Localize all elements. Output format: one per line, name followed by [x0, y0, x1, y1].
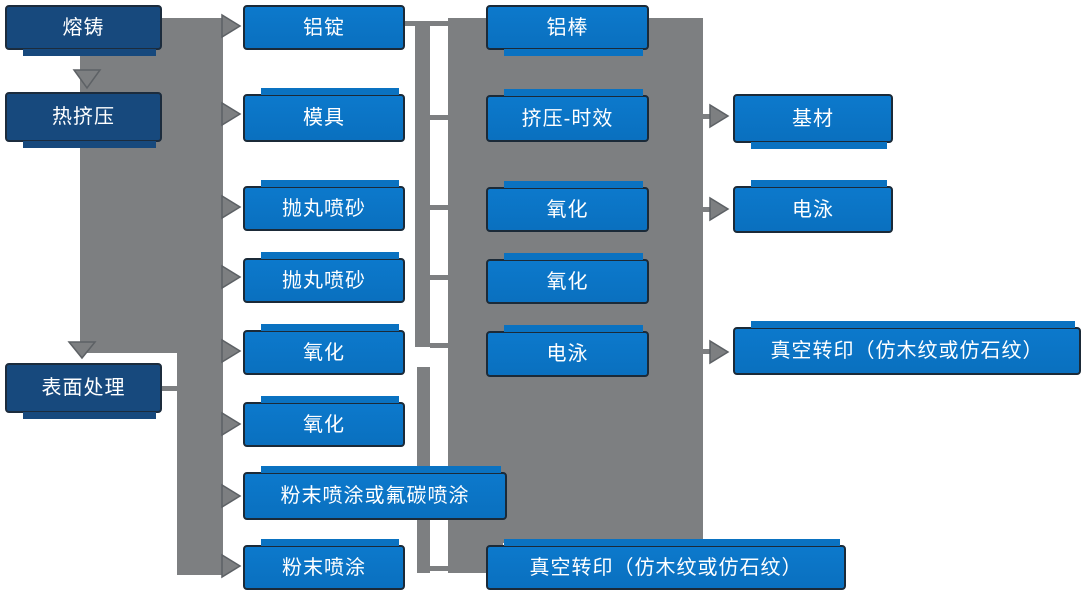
- node-electrophoresis-b: 电泳: [733, 180, 893, 233]
- arrow-stem-base-material: [702, 114, 712, 119]
- link-blast2-oxidation: [430, 275, 448, 280]
- arrow-to-mold: [221, 101, 242, 127]
- arrow-to-oxidation-b: [221, 411, 242, 437]
- link-oxidation-electro: [430, 343, 448, 348]
- arrow-stem-electrophoresis: [702, 207, 712, 212]
- arrow-down-hot-extrusion: [72, 69, 102, 90]
- connector-left-trunk: [80, 18, 223, 353]
- arrow-to-shot-blast-1: [221, 194, 242, 220]
- arrow-to-powder-coating: [221, 553, 242, 579]
- node-oxidation-a: 氧化: [243, 324, 405, 375]
- link-blast1-oxidation: [430, 205, 448, 210]
- arrow-to-oxidation-a: [221, 338, 242, 364]
- node-powder-or-fluorocarbon: 粉末喷涂或氟碳喷涂: [243, 466, 507, 520]
- arrow-stem-vacuum-right: [702, 349, 712, 354]
- node-vacuum-transfer-right: 真空转印（仿木纹或仿石纹）: [733, 321, 1081, 375]
- link-mold-extrusion: [430, 115, 448, 120]
- arrow-down-surface-treatment: [67, 341, 97, 360]
- node-powder-coating: 粉末喷涂: [243, 539, 405, 590]
- node-melt-cast: 熔铸: [5, 5, 162, 56]
- node-oxidation-b: 氧化: [243, 396, 405, 447]
- connector-surface-band: [177, 353, 223, 575]
- arrow-to-base-material: [709, 103, 730, 129]
- node-base-material: 基材: [733, 94, 893, 149]
- node-shot-blast-1: 抛丸喷砂: [243, 180, 405, 231]
- node-aluminum-ingot: 铝锭: [243, 5, 405, 50]
- node-hot-extrusion: 热挤压: [5, 92, 162, 148]
- node-extrusion-aging: 挤压-时效: [486, 89, 649, 142]
- connector-mid-band-upper: [415, 22, 430, 347]
- arrow-to-shot-blast-2: [221, 264, 242, 290]
- arrow-to-powder-fluorocarbon: [221, 483, 242, 509]
- arrow-to-electrophoresis-b: [709, 196, 730, 222]
- node-mold: 模具: [243, 88, 405, 142]
- arrow-to-vacuum-transfer-right: [709, 339, 730, 365]
- node-oxidation-d: 氧化: [486, 253, 649, 304]
- node-shot-blast-2: 抛丸喷砂: [243, 252, 405, 303]
- link-surface-to-band: [162, 386, 177, 391]
- node-aluminum-rod: 铝棒: [486, 5, 649, 56]
- node-surface-treatment: 表面处理: [5, 363, 162, 419]
- node-electrophoresis-a: 电泳: [486, 325, 649, 377]
- link-powder-vacuum: [430, 566, 450, 571]
- link-ingot-rod: [405, 21, 448, 26]
- node-oxidation-c: 氧化: [486, 181, 649, 232]
- node-vacuum-transfer-bottom: 真空转印（仿木纹或仿石纹）: [486, 539, 846, 590]
- arrow-to-aluminum-ingot: [221, 13, 242, 39]
